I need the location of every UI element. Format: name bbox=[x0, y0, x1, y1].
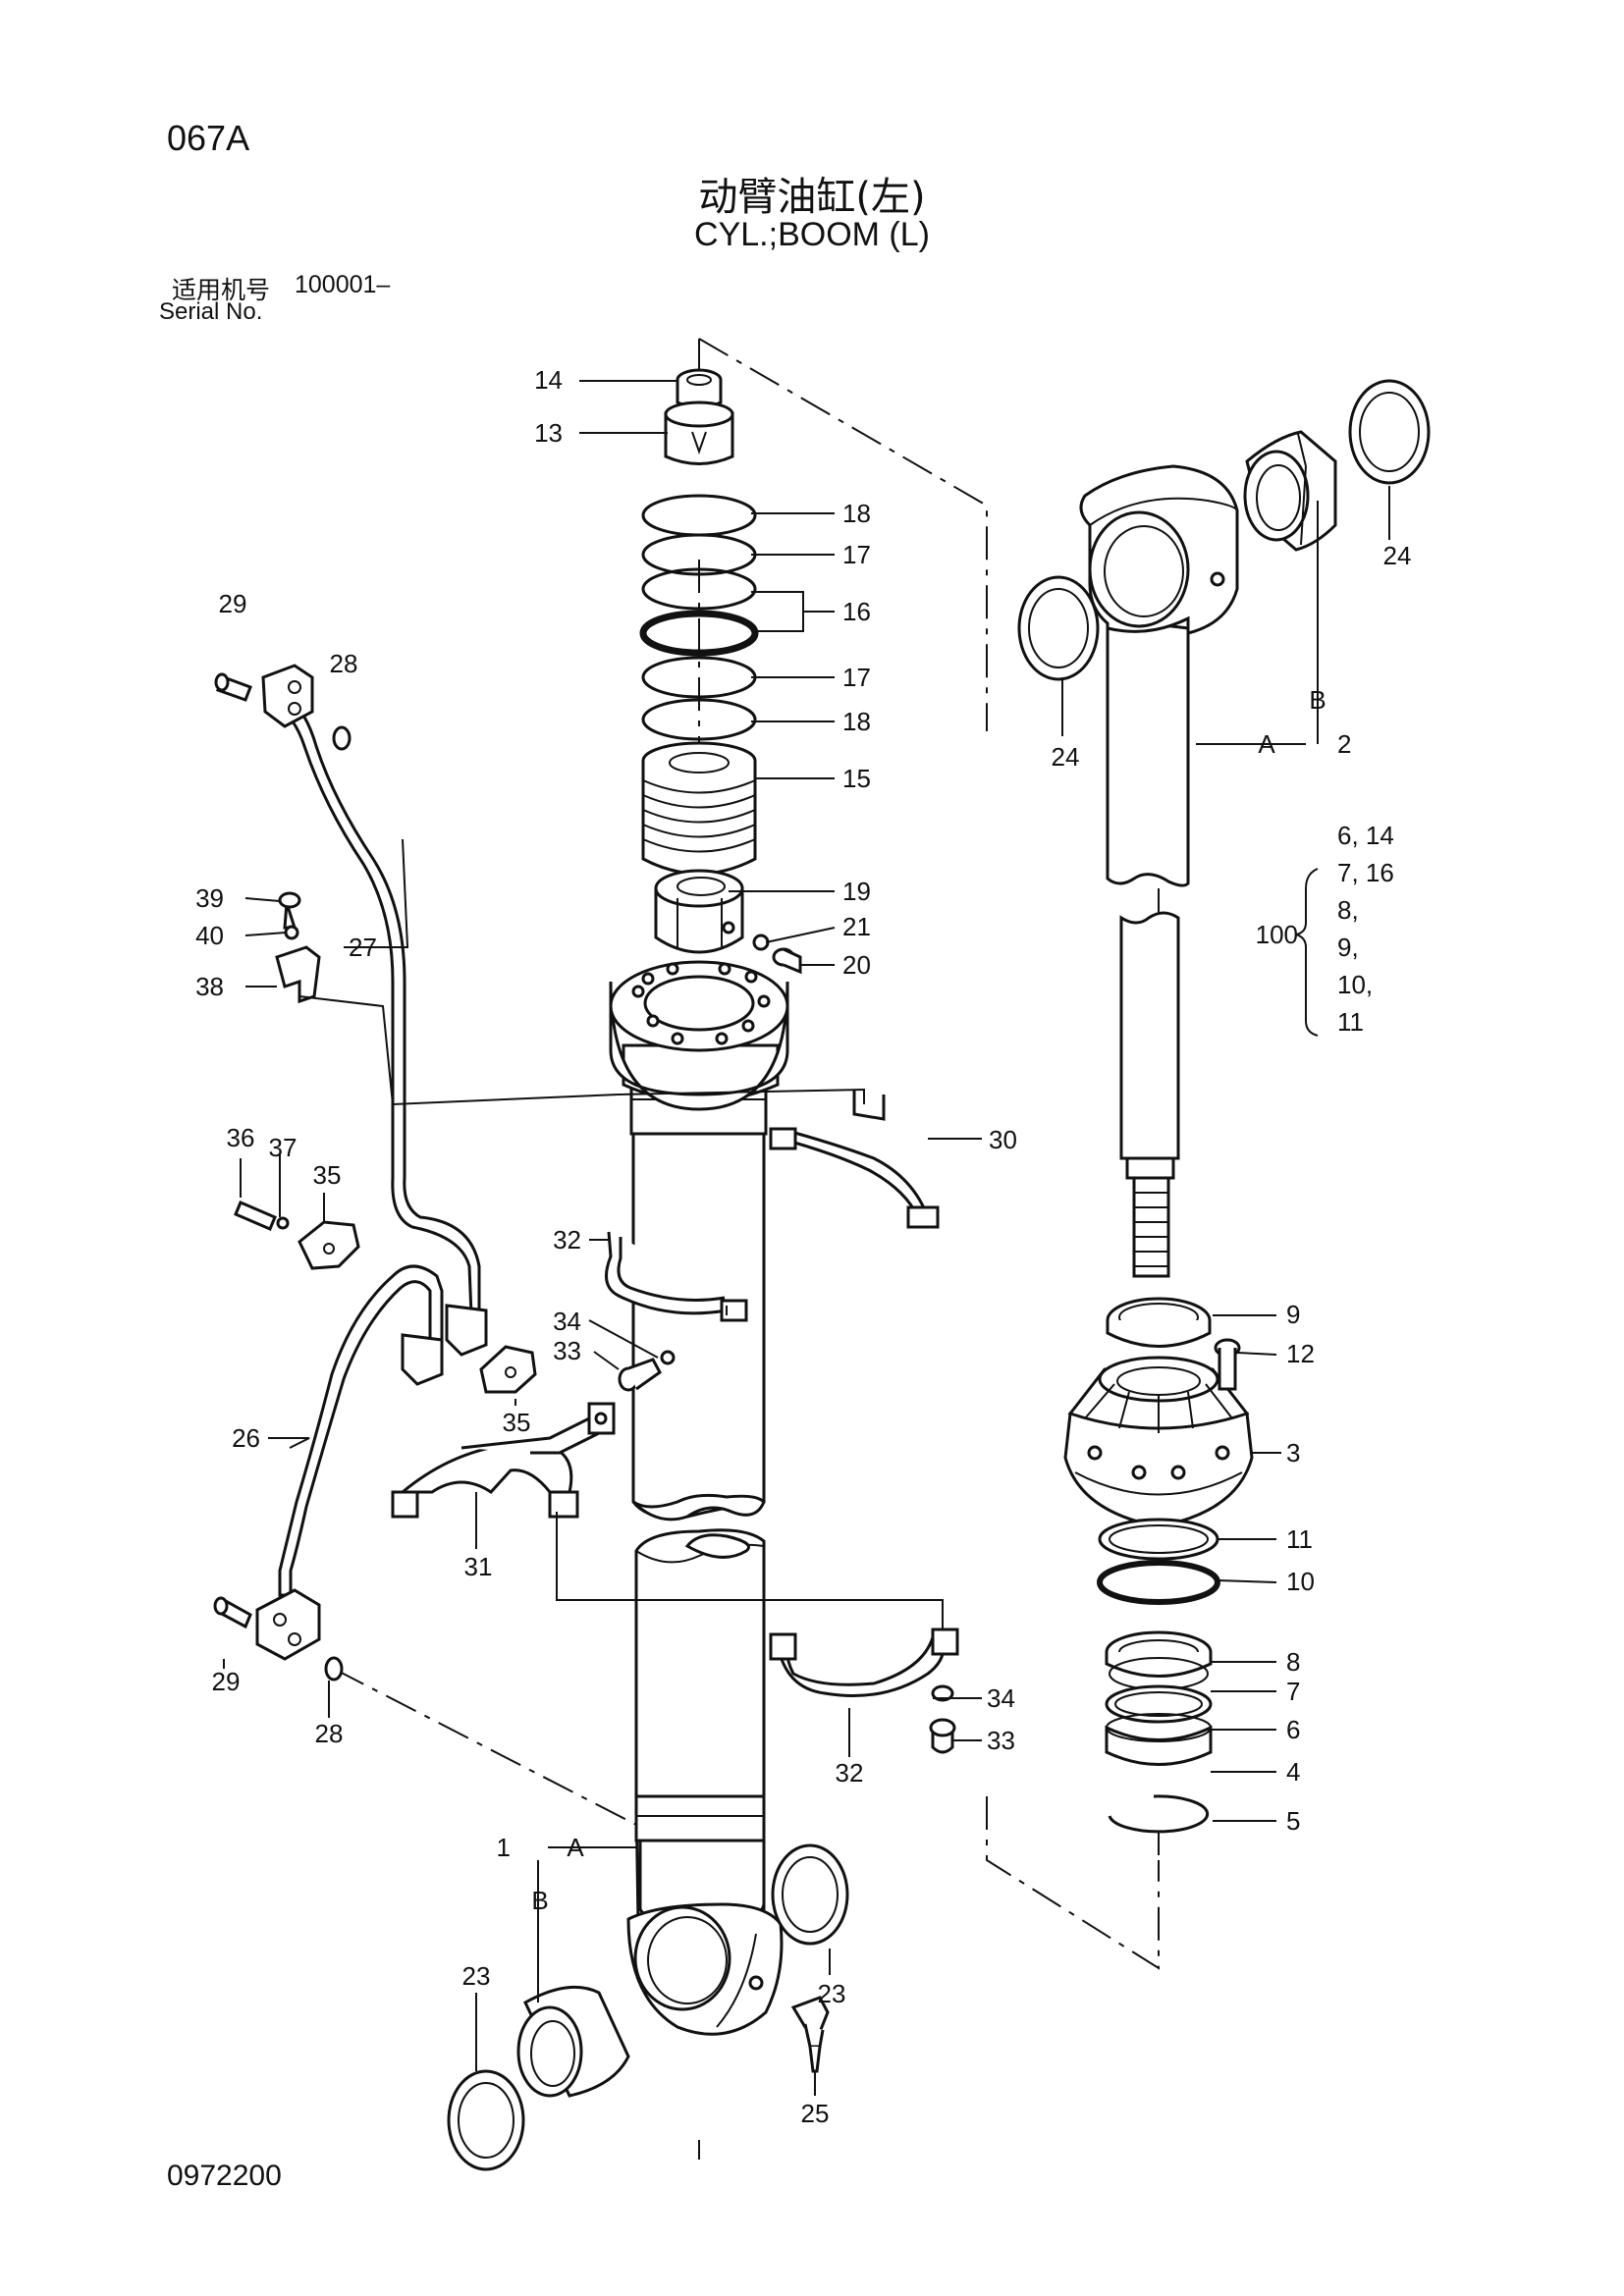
leader-lines bbox=[223, 380, 1390, 2096]
callout-25: 25 bbox=[801, 2099, 830, 2128]
callout-24: 24 bbox=[1383, 541, 1412, 570]
serial-label-chinese: 适用机号 bbox=[172, 276, 271, 304]
callout-37: 37 bbox=[269, 1133, 298, 1162]
rod-eye-seal-right bbox=[1348, 379, 1431, 485]
callout-23: 23 bbox=[818, 1979, 846, 2008]
clamp-35-lower bbox=[479, 1345, 537, 1394]
eye-seal-lower-left bbox=[447, 2069, 525, 2171]
bolt-33-upper bbox=[618, 1350, 676, 1392]
eye-seal-lower-right bbox=[771, 1843, 849, 1946]
pipe-26 bbox=[213, 1264, 444, 1682]
ref-b-lower: B bbox=[531, 1886, 548, 1915]
kit-item: 8, bbox=[1337, 895, 1359, 925]
bracket-38 bbox=[275, 891, 321, 1004]
callout-15: 15 bbox=[842, 764, 871, 793]
pipe-27 bbox=[214, 664, 488, 1357]
callout-27: 27 bbox=[349, 933, 377, 962]
callout-34: 34 bbox=[553, 1307, 581, 1336]
clamp-32-lower bbox=[769, 1628, 959, 1697]
callout-10: 10 bbox=[1286, 1567, 1315, 1596]
piston-rod bbox=[1079, 464, 1239, 1278]
cylinder-head bbox=[1063, 1297, 1254, 1528]
kit-number: 100 bbox=[1256, 920, 1298, 949]
callout-5: 5 bbox=[1286, 1806, 1300, 1836]
callout-39: 39 bbox=[195, 883, 224, 913]
clamp-31 bbox=[391, 1402, 616, 1519]
page-code: 067A bbox=[167, 118, 250, 158]
title-chinese: 动臂油缸(左) bbox=[698, 175, 926, 220]
seal-kit-list: 100 6, 14 7, 16 8, 9, 10, 11 bbox=[1256, 821, 1394, 1037]
rod-eye-bushing bbox=[1243, 430, 1337, 552]
callout-8: 8 bbox=[1286, 1647, 1300, 1677]
serial-label-english: Serial No. bbox=[159, 298, 263, 325]
callout-7: 7 bbox=[1286, 1677, 1300, 1706]
callout-18: 18 bbox=[842, 707, 871, 736]
callout-16: 16 bbox=[842, 597, 871, 626]
callout-14: 14 bbox=[534, 365, 563, 395]
ref-b-upper: B bbox=[1309, 685, 1326, 715]
callout-17: 17 bbox=[842, 540, 871, 569]
cylinder-tube bbox=[626, 1528, 784, 2036]
callout-33: 33 bbox=[987, 1726, 1015, 1755]
callout-30: 30 bbox=[989, 1125, 1017, 1154]
cylinder-head-tube bbox=[609, 960, 789, 1522]
callout-21: 21 bbox=[842, 912, 871, 941]
bolt-33-lower bbox=[929, 1684, 956, 1754]
callout-29: 29 bbox=[219, 589, 247, 618]
callout-33: 33 bbox=[553, 1336, 581, 1365]
callout-1: 1 bbox=[497, 1833, 511, 1862]
callout-20: 20 bbox=[842, 950, 871, 980]
clamp-35-upper bbox=[234, 1201, 360, 1270]
ref-a-upper: A bbox=[1258, 729, 1275, 759]
callout-18: 18 bbox=[842, 499, 871, 528]
callout-32: 32 bbox=[553, 1225, 581, 1255]
callout-labels: 14 13 18 17 16 17 18 15 19 21 20 27 29 2… bbox=[195, 365, 1411, 2128]
callout-31: 31 bbox=[464, 1552, 493, 1581]
callout-26: 26 bbox=[232, 1423, 260, 1453]
callout-13: 13 bbox=[534, 418, 563, 448]
callout-38: 38 bbox=[195, 972, 224, 1001]
callout-24: 24 bbox=[1052, 742, 1080, 772]
kit-item: 11 bbox=[1337, 1007, 1364, 1037]
eye-bushing-lower bbox=[516, 1985, 630, 2098]
ref-a-lower: A bbox=[567, 1833, 584, 1862]
callout-28: 28 bbox=[315, 1719, 344, 1748]
clamp-32-upper bbox=[605, 1231, 748, 1322]
serial-number-value: 100001– bbox=[295, 271, 391, 298]
callout-4: 4 bbox=[1286, 1757, 1300, 1787]
callout-6: 6 bbox=[1286, 1715, 1300, 1744]
callout-2: 2 bbox=[1337, 729, 1351, 759]
callout-12: 12 bbox=[1286, 1339, 1315, 1368]
callout-35: 35 bbox=[503, 1408, 531, 1437]
callout-9: 9 bbox=[1286, 1300, 1300, 1329]
drawing-number: 0972200 bbox=[167, 2160, 282, 2192]
grease-fitting bbox=[790, 1996, 830, 2073]
callout-34: 34 bbox=[987, 1683, 1015, 1713]
kit-item: 10, bbox=[1337, 970, 1373, 999]
callout-28: 28 bbox=[330, 649, 358, 678]
kit-item: 9, bbox=[1337, 933, 1359, 962]
callout-11: 11 bbox=[1286, 1524, 1313, 1554]
callout-23: 23 bbox=[462, 1961, 491, 1991]
title-english: CYL.;BOOM (L) bbox=[694, 216, 930, 253]
callout-29: 29 bbox=[212, 1667, 241, 1696]
callout-17: 17 bbox=[842, 663, 871, 692]
kit-item: 7, 16 bbox=[1337, 858, 1394, 887]
kit-item: 6, 14 bbox=[1337, 821, 1394, 850]
callout-3: 3 bbox=[1286, 1438, 1300, 1468]
piston-nut bbox=[654, 869, 802, 975]
head-seals-lower bbox=[1097, 1518, 1220, 1834]
callout-32: 32 bbox=[836, 1758, 864, 1788]
callout-40: 40 bbox=[195, 921, 224, 950]
callout-19: 19 bbox=[842, 877, 871, 906]
piston-assembly bbox=[639, 368, 759, 876]
callout-36: 36 bbox=[227, 1123, 255, 1152]
clamp-30 bbox=[769, 1090, 940, 1229]
rod-eye-seal-left bbox=[1017, 575, 1100, 681]
callout-35: 35 bbox=[313, 1160, 342, 1190]
